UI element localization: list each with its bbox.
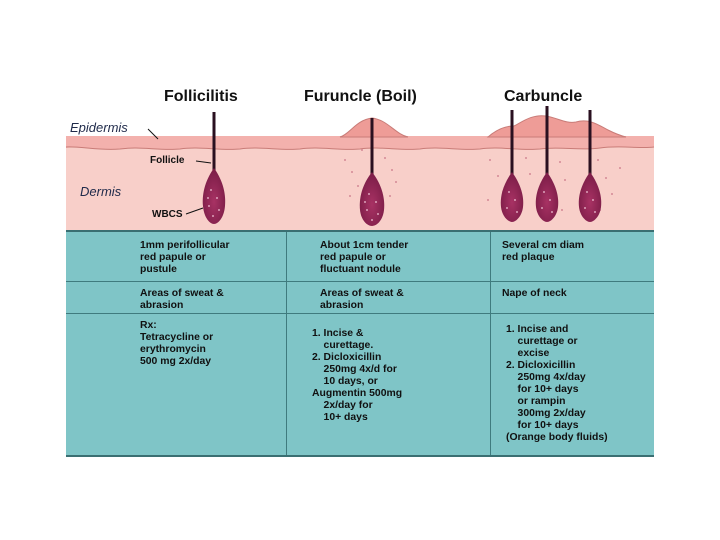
carbuncle-bump	[486, 115, 627, 138]
row-divider	[66, 281, 654, 282]
follicle-leader	[195, 160, 212, 164]
furuncle-treatment: 1. Incise & curettage. 2. Dicloxicillin …	[312, 328, 403, 423]
dermis-layer	[66, 144, 654, 231]
follicle-carbuncle-1	[500, 110, 524, 222]
furuncle-location: Areas of sweat & abrasion	[320, 288, 404, 311]
carbuncle-treatment: 1. Incise and curettage or excise 2. Dic…	[506, 324, 608, 443]
follicle-label: Follicle	[150, 155, 185, 166]
row-divider	[66, 313, 654, 314]
carbuncle-location: Nape of neck	[502, 288, 567, 299]
follicle-furuncle	[359, 118, 385, 226]
epidermis-leader	[147, 128, 159, 140]
follicilitis-location: Areas of sweat & abrasion	[140, 288, 224, 311]
wbcs-leader	[185, 207, 204, 215]
furuncle-description: About 1cm tender red papule or fluctuant…	[320, 240, 409, 275]
furuncle-bump	[339, 117, 409, 138]
column-divider	[286, 232, 287, 455]
follicilitis-treatment: Rx: Tetracycline or erythromycin 500 mg …	[140, 320, 214, 367]
column-divider	[490, 232, 491, 455]
follicle-carbuncle-2	[535, 106, 559, 222]
info-table: 1mm perifollicular red papule or pustule…	[66, 230, 654, 457]
title-carbuncle: Carbuncle	[504, 88, 583, 105]
dermis-label: Dermis	[80, 184, 122, 199]
wbcs-label: WBCS	[152, 209, 183, 220]
follicilitis-description: 1mm perifollicular red papule or pustule	[140, 240, 230, 275]
epidermis-label: Epidermis	[70, 120, 128, 135]
title-furuncle: Furuncle (Boil)	[304, 88, 417, 105]
carbuncle-description: Several cm diam red plaque	[502, 240, 585, 263]
title-follicilitis: Follicilitis	[164, 88, 238, 105]
follicle-carbuncle-3	[578, 110, 602, 222]
wbc-dots	[207, 189, 596, 221]
epidermis-layer	[66, 136, 654, 150]
